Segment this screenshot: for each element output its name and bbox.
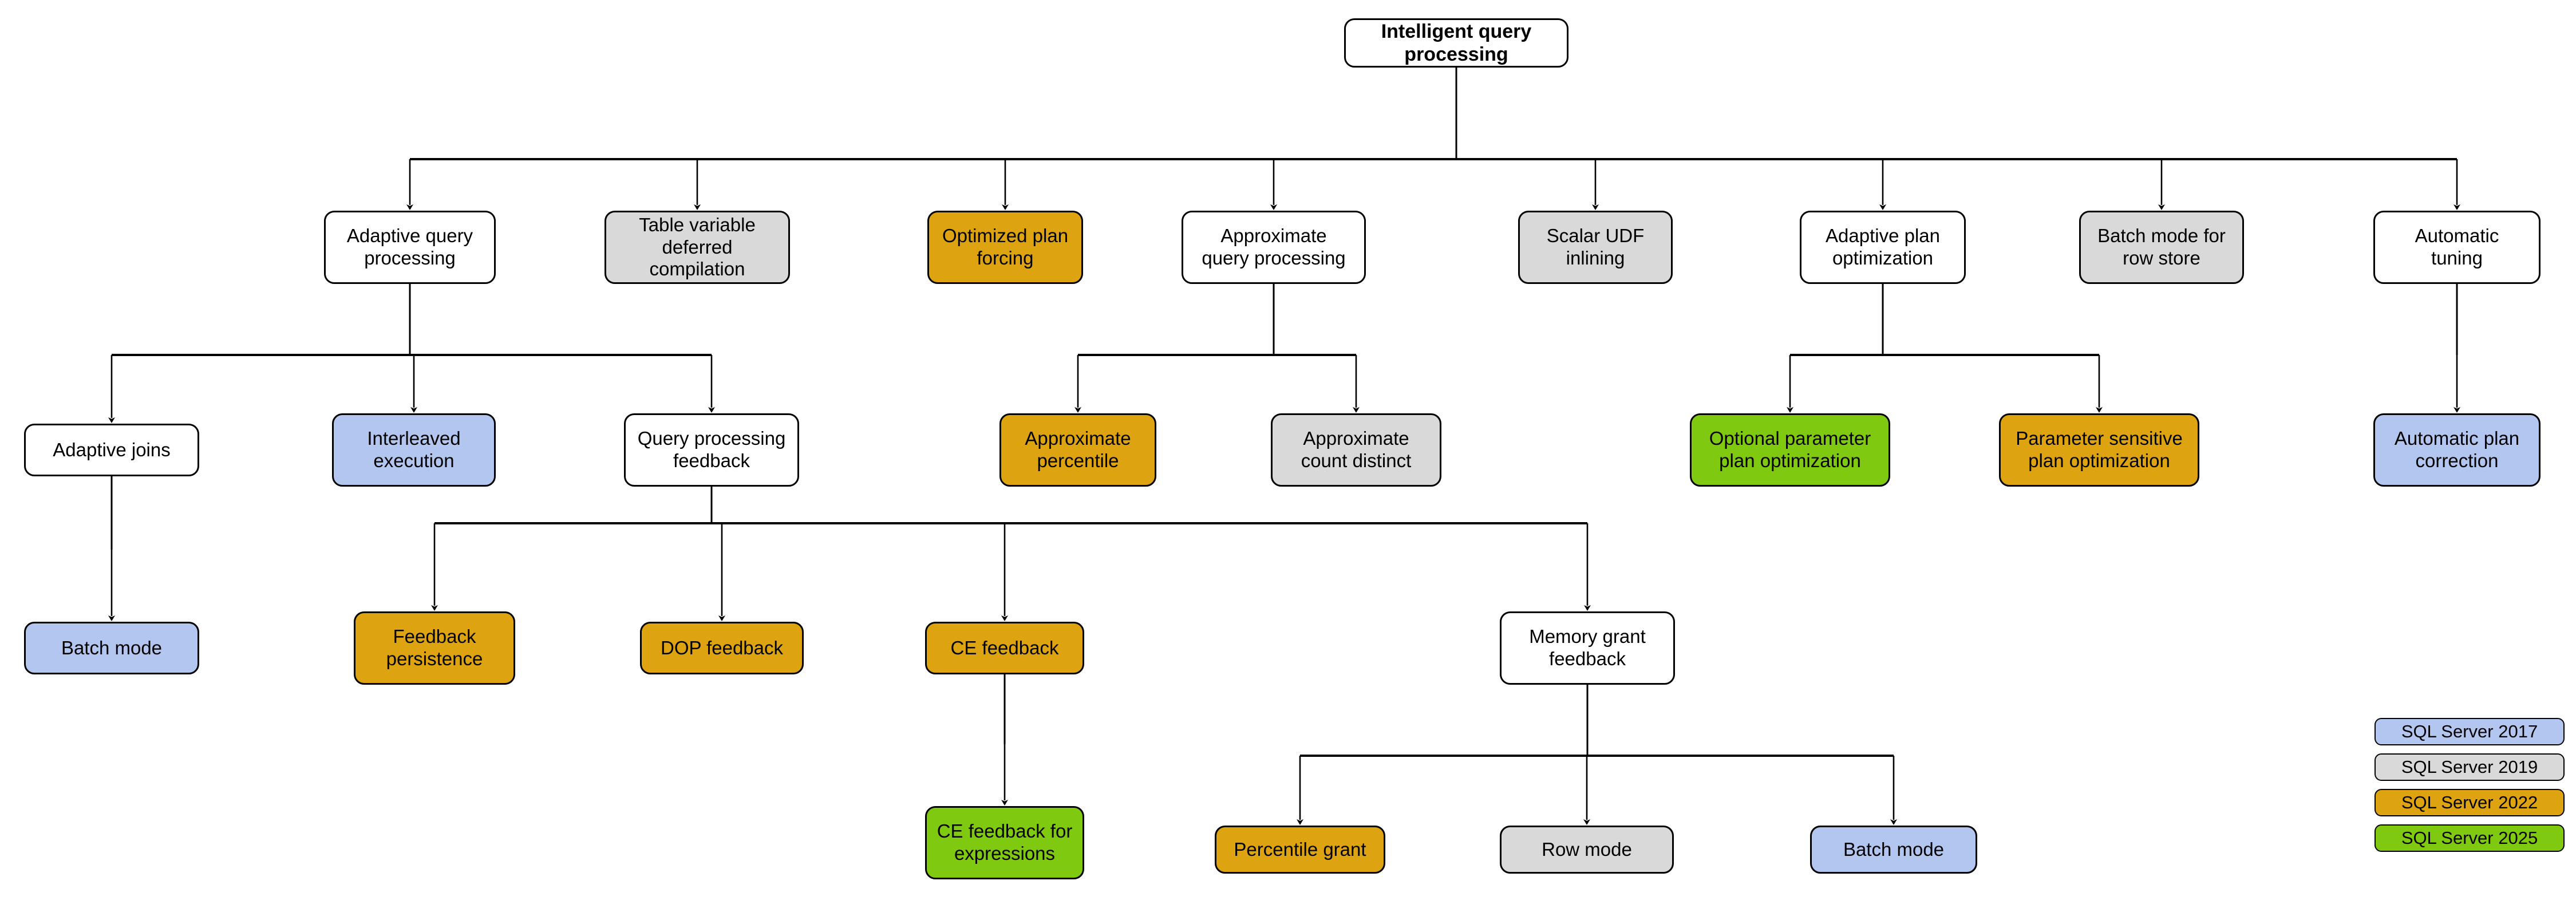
edge-group-mgf xyxy=(1297,685,1897,825)
node-tvdc[interactable]: Table variable deferred compilation xyxy=(605,211,790,284)
node-cefe[interactable]: CE feedback for expressions xyxy=(925,806,1084,879)
node-acd[interactable]: Approximate count distinct xyxy=(1271,413,1441,487)
node-pg[interactable]: Percentile grant xyxy=(1215,826,1385,874)
node-oppo[interactable]: Optional parameter plan optimization xyxy=(1690,413,1890,487)
legend-item-gray: SQL Server 2019 xyxy=(2374,753,2565,781)
node-aj[interactable]: Adaptive joins xyxy=(24,424,199,476)
node-apc[interactable]: Automatic plan correction xyxy=(2373,413,2541,487)
node-dopf[interactable]: DOP feedback xyxy=(640,622,804,674)
node-aqp[interactable]: Adaptive query processing xyxy=(324,211,496,284)
legend-item-orange: SQL Server 2022 xyxy=(2374,789,2565,816)
node-pspo[interactable]: Parameter sensitive plan optimization xyxy=(1999,413,2199,487)
node-bm1[interactable]: Batch mode xyxy=(24,622,199,674)
node-opf[interactable]: Optimized plan forcing xyxy=(927,211,1083,284)
node-ie[interactable]: Interleaved execution xyxy=(332,413,496,487)
node-sudf[interactable]: Scalar UDF inlining xyxy=(1518,211,1673,284)
legend-item-green: SQL Server 2025 xyxy=(2374,824,2565,852)
node-ap[interactable]: Approximate percentile xyxy=(999,413,1156,487)
legend-item-blue: SQL Server 2017 xyxy=(2374,718,2565,745)
node-fp[interactable]: Feedback persistence xyxy=(354,611,515,685)
edge-group-apqp xyxy=(1074,284,1360,413)
node-apqp[interactable]: Approximate query processing xyxy=(1182,211,1366,284)
node-cef[interactable]: CE feedback xyxy=(925,622,1084,674)
node-bm2[interactable]: Batch mode xyxy=(1810,826,1977,874)
edge-group-iqp xyxy=(406,68,2460,210)
node-bmrs[interactable]: Batch mode for row store xyxy=(2079,211,2244,284)
edge-group-qpf xyxy=(431,487,1591,621)
node-at[interactable]: Automatic tuning xyxy=(2373,211,2541,284)
node-iqp[interactable]: Intelligent query processing xyxy=(1344,18,1568,68)
node-rm[interactable]: Row mode xyxy=(1500,826,1674,874)
edge-group-aqp xyxy=(108,284,715,423)
node-qpf[interactable]: Query processing feedback xyxy=(624,413,799,487)
node-apo[interactable]: Adaptive plan optimization xyxy=(1800,211,1966,284)
edge-group-apo xyxy=(1787,284,2103,413)
node-mgf[interactable]: Memory grant feedback xyxy=(1500,611,1675,685)
